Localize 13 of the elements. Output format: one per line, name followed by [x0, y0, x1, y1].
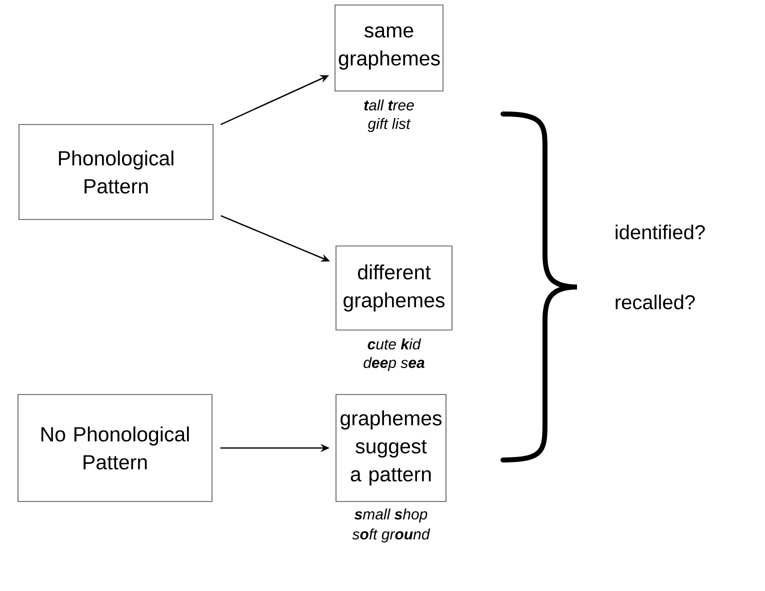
question-label: identified?: [616, 224, 705, 240]
question-label: recalled?: [616, 294, 695, 310]
example-text: gift list: [368, 118, 411, 132]
text-box: No Phonological Pattern: [18, 394, 212, 502]
text-box: Phonological Pattern: [18, 124, 214, 220]
example-text: tall tree: [364, 99, 414, 110]
text-box: different graphemes: [336, 246, 452, 330]
example-text: cute kid: [368, 338, 422, 350]
example-text: soft ground: [352, 528, 430, 542]
text-box: graphemes suggest a pattern: [336, 394, 446, 502]
example-text: small shop: [354, 508, 428, 522]
example-text: deep sea: [364, 357, 424, 371]
text-box: same graphemes: [334, 4, 444, 92]
